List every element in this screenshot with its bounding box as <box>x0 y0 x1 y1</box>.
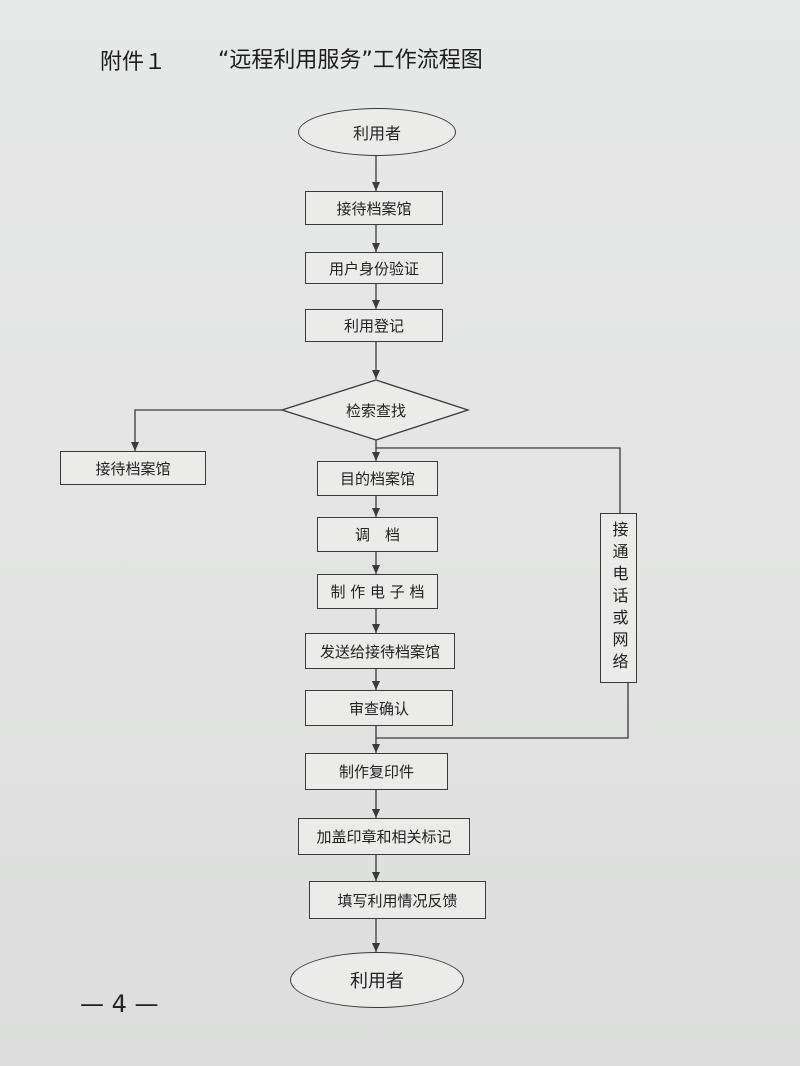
receiving-archive-label: 接待档案馆 <box>336 199 412 218</box>
retrieve-file-box: 调 档 <box>317 517 438 552</box>
identity-check-label: 用户身份验证 <box>328 259 419 278</box>
review-confirm-label: 审查确认 <box>348 699 409 718</box>
stamp-mark-label: 加盖印章和相关标记 <box>316 828 452 846</box>
connector-search-side-archive <box>131 409 282 451</box>
contact-channel-label: 接通电话或网络 <box>609 521 629 675</box>
end-node: 利用者 <box>290 952 464 1008</box>
contact-channel-box: 接通电话或网络 <box>600 513 637 683</box>
review-confirm-box: 审查确认 <box>305 690 453 726</box>
feedback-label: 填写利用情况反馈 <box>337 891 458 910</box>
attachment-label: 附件１ <box>100 50 167 75</box>
page-number: — 4 — <box>80 990 159 1018</box>
start-node-label: 利用者 <box>352 124 401 143</box>
connector-contact-return <box>376 683 629 739</box>
search-decision: 检索查找 <box>326 396 426 424</box>
registration-box: 利用登记 <box>305 309 443 342</box>
make-copy-label: 制作复印件 <box>338 763 414 781</box>
receiving-archive-box: 接待档案馆 <box>305 191 443 225</box>
retrieve-file-label: 调 档 <box>354 526 400 544</box>
registration-label: 利用登记 <box>343 317 404 335</box>
make-copy-box: 制作复印件 <box>305 753 448 790</box>
page-title: “远程利用服务”工作流程图 <box>218 48 483 73</box>
send-to-receiving-label: 发送给接待档案馆 <box>319 642 440 661</box>
decision-diamond <box>279 379 471 441</box>
make-electronic-file-label: 制 作 电 子 档 <box>330 583 425 601</box>
target-archive-box: 目的档案馆 <box>317 461 438 496</box>
side-receiving-archive-label: 接待档案馆 <box>95 459 171 478</box>
identity-check-box: 用户身份验证 <box>305 252 443 284</box>
end-node-label: 利用者 <box>350 971 404 992</box>
search-decision-label: 检索查找 <box>345 401 406 420</box>
make-electronic-file-box: 制 作 电 子 档 <box>317 574 438 609</box>
stamp-mark-box: 加盖印章和相关标记 <box>298 818 470 855</box>
start-node: 利用者 <box>298 108 456 156</box>
side-receiving-archive-box: 接待档案馆 <box>60 451 206 485</box>
connector-contact-loop <box>376 447 621 513</box>
send-to-receiving-box: 发送给接待档案馆 <box>305 633 455 669</box>
target-archive-label: 目的档案馆 <box>339 470 415 488</box>
feedback-box: 填写利用情况反馈 <box>309 881 486 919</box>
